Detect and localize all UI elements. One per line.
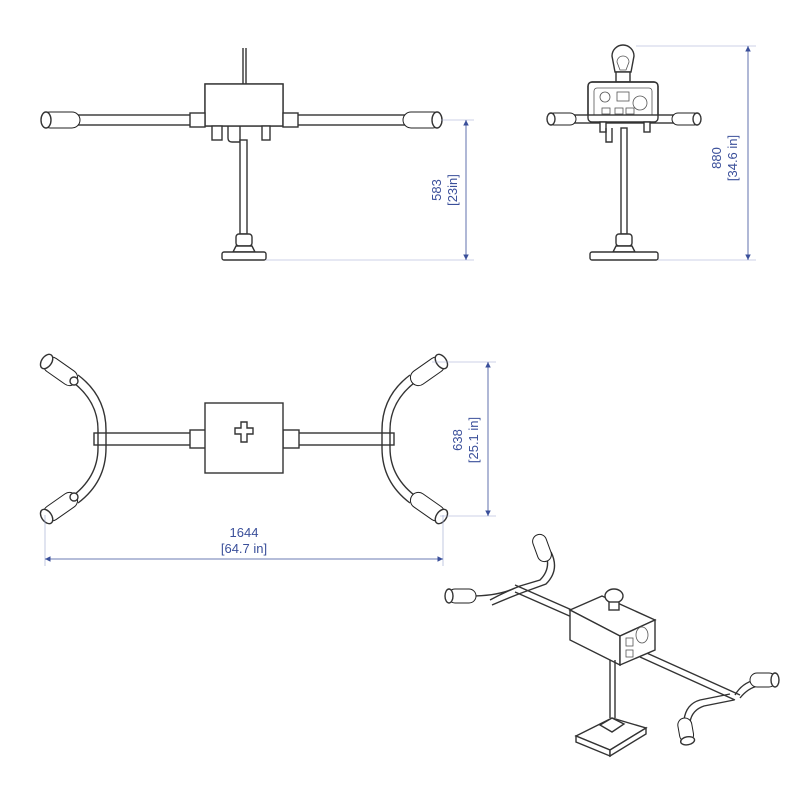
- dim-638-value: 638: [450, 429, 465, 451]
- front-view: 583 [23in]: [40, 48, 474, 261]
- top-view: 638 [25.1 in] 1644 [64.7 in]: [39, 353, 496, 566]
- dim-583-unit: [23in]: [445, 174, 460, 206]
- dim-1644-unit: [64.7 in]: [221, 541, 267, 556]
- dim-638-unit: [25.1 in]: [466, 417, 481, 463]
- lifting-point-symbol: [234, 421, 254, 443]
- right-grip: [402, 111, 443, 129]
- dim-880-value: 880: [709, 147, 724, 169]
- lifting-eye: [611, 44, 635, 73]
- left-grip: [40, 111, 81, 129]
- side-view: 880 [34.6 in]: [546, 44, 756, 261]
- right-handle-bar: [389, 379, 419, 499]
- post: [239, 139, 248, 235]
- left-handle-bar: [69, 379, 99, 499]
- suction-pad: [221, 251, 267, 261]
- dim-880-unit: [34.6 in]: [725, 135, 740, 181]
- isometric-view: [444, 533, 780, 758]
- dim-1644-value: 1644: [230, 525, 259, 540]
- dim-583-value: 583: [429, 179, 444, 201]
- top-control-box: [204, 402, 284, 474]
